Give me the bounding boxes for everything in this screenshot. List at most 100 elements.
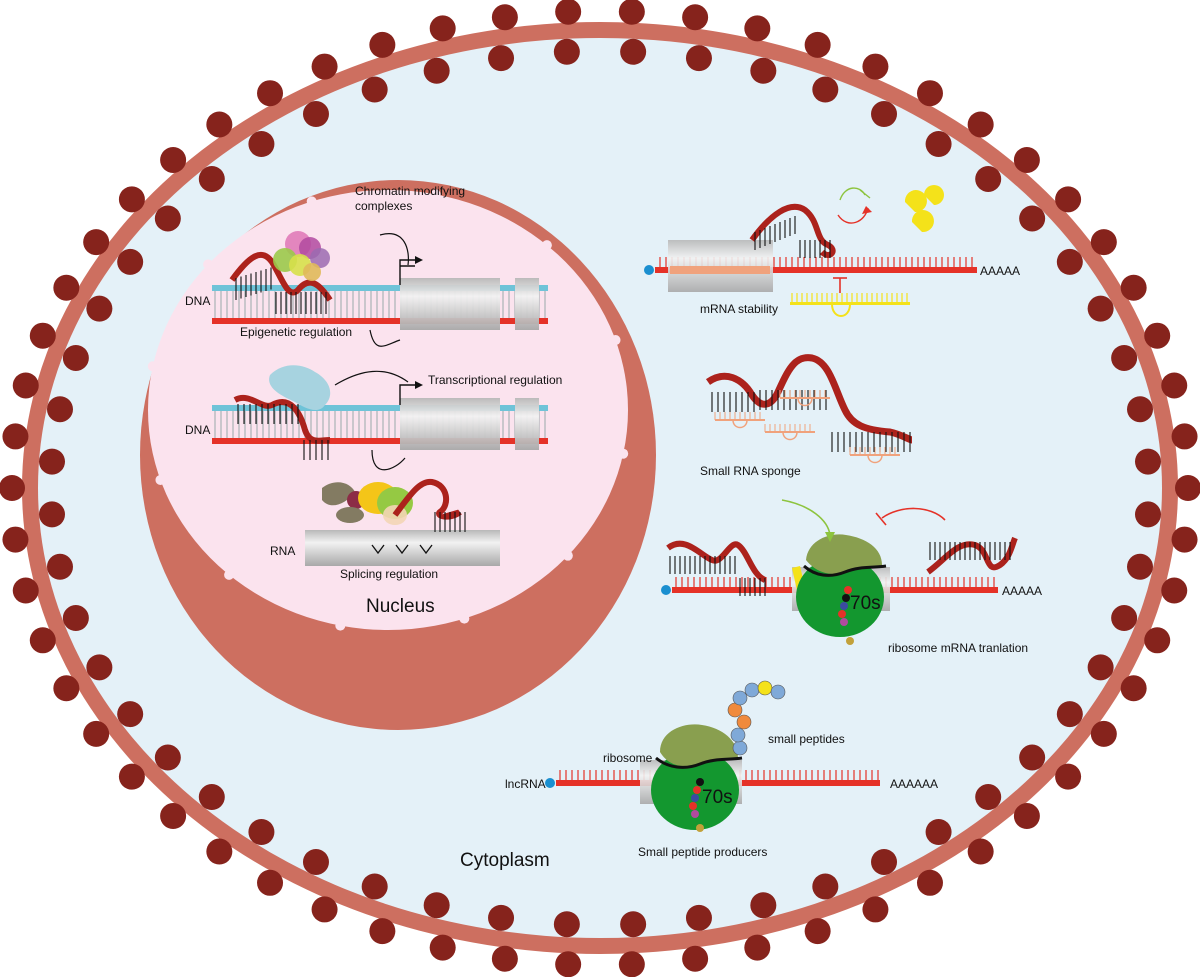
lipid-head — [83, 229, 110, 256]
lipid-head — [117, 248, 144, 275]
lipid-head — [491, 4, 518, 31]
lipid-head — [257, 80, 284, 107]
nuclear-pore — [562, 550, 573, 561]
lipid-head — [871, 848, 898, 875]
nuclear-pores — [147, 189, 629, 631]
lipid-head — [369, 918, 396, 945]
translation-label: ribosome mRNA tranlation — [888, 641, 1028, 655]
lncrna-strand — [229, 251, 333, 302]
lipid-head — [423, 57, 450, 84]
epigenetic-panel: Chromatin modifying complexes DNA Epigen… — [185, 184, 548, 347]
lipid-head — [429, 934, 456, 961]
lipid-head — [154, 744, 181, 771]
lipid-head — [1144, 627, 1171, 654]
nuclear-pore — [335, 620, 346, 631]
cap-5prime — [644, 265, 654, 275]
lipid-head — [1161, 372, 1188, 399]
lipid-head — [198, 784, 225, 811]
dna-label-2: DNA — [185, 423, 210, 437]
lipid-head — [862, 53, 889, 80]
lipid-head — [618, 0, 645, 25]
cap-5prime — [661, 585, 671, 595]
lncrna-bases — [711, 390, 911, 452]
dna-label-1: DNA — [185, 294, 210, 308]
lipid-head — [685, 904, 712, 931]
lipid-head — [871, 101, 898, 128]
gene-exon — [515, 278, 539, 330]
lipid-head — [1087, 295, 1114, 322]
ribosome-70s-label: 70s — [702, 787, 733, 808]
nuclear-pore — [147, 361, 158, 372]
polya-label-2: AAAAA — [1002, 584, 1042, 598]
nuclear-pore — [155, 474, 166, 485]
small-rnas — [714, 390, 900, 464]
lipid-head — [118, 763, 145, 790]
lipid-head — [1127, 553, 1154, 580]
ribosome-70s-label: 70s — [850, 593, 881, 614]
lncrna-bases — [754, 216, 831, 258]
lipid-head — [46, 553, 73, 580]
gene-body — [400, 278, 500, 330]
lncrna-label: lncRNA — [505, 777, 546, 791]
lipid-head — [39, 448, 66, 475]
splicing-panel: RNA Splicing regulation Nucleus — [270, 478, 500, 617]
nuclear-pore — [541, 240, 552, 251]
lipid-head — [812, 76, 839, 103]
mrna-strand — [655, 267, 977, 273]
cap-5prime — [545, 778, 555, 788]
lipid-head — [12, 577, 39, 604]
lipid-head — [2, 423, 29, 450]
lipid-head — [862, 896, 889, 923]
lipid-head — [916, 80, 943, 107]
tss-arrow — [399, 259, 415, 285]
lipid-head — [198, 165, 225, 192]
lncrna-strand — [749, 203, 836, 258]
nuclear-pore — [459, 613, 470, 624]
nuclear-pore — [306, 196, 317, 207]
transcription-factor — [269, 365, 331, 411]
lipid-head — [975, 784, 1002, 811]
lipid-head — [1013, 803, 1040, 830]
lipid-head — [1120, 274, 1147, 301]
lncrna-bases — [237, 404, 329, 460]
transcriptional-label: Transcriptional regulation — [428, 373, 562, 387]
pre-mrna — [305, 530, 500, 566]
lipid-head — [117, 701, 144, 728]
lipid-head — [154, 205, 181, 232]
lipid-head — [12, 372, 39, 399]
ribosome-label: ribosome — [603, 751, 653, 765]
nuclear-pore — [203, 259, 214, 270]
lipid-head — [804, 918, 831, 945]
dna-strand-red — [212, 318, 548, 324]
lipid-head — [86, 654, 113, 681]
exonuclease — [904, 185, 944, 233]
amino-acid — [744, 682, 760, 698]
lipid-head — [361, 873, 388, 900]
lipid-head — [555, 951, 582, 977]
lipid-head — [1171, 423, 1198, 450]
lipid-head — [1134, 448, 1161, 475]
lipid-head — [302, 848, 329, 875]
lipid-head — [423, 892, 450, 919]
amino-acid — [732, 690, 748, 706]
lipid-head — [744, 934, 771, 961]
lipid-head — [361, 76, 388, 103]
lipid-head — [553, 911, 580, 938]
polya-label-3: AAAAAA — [890, 777, 938, 791]
peptide-producers-label: Small peptide producers — [638, 845, 767, 859]
lipid-head — [967, 838, 994, 865]
transcriptional-panel: Transcriptional regulation DNA — [185, 365, 562, 471]
lipid-head — [1019, 744, 1046, 771]
nuclear-pore — [618, 448, 629, 459]
lipid-head — [429, 15, 456, 42]
lipid-head — [0, 475, 25, 501]
dna-strand-blue — [212, 405, 548, 411]
srna-bases — [791, 293, 908, 302]
chromatin-complex — [273, 231, 330, 281]
lipid-head — [160, 803, 187, 830]
lipid-head — [1013, 146, 1040, 173]
lipid-head — [248, 818, 275, 845]
gene-exon — [515, 398, 539, 450]
amino-acid — [732, 740, 748, 756]
